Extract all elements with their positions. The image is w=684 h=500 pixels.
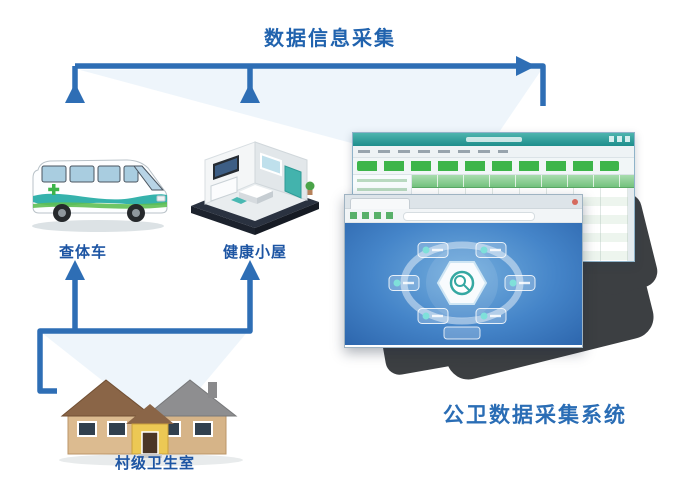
system-label: 公卫数据采集系统 (443, 404, 627, 427)
browser-tab-bar (345, 195, 582, 209)
hub-bottom-pill (443, 326, 481, 340)
house-window (193, 421, 213, 437)
scrollbar (628, 188, 634, 261)
cabin-desk-front (239, 192, 257, 204)
arrowhead-up-cabin-icon (240, 83, 260, 103)
village-clinic-label: 村级卫生室 (114, 455, 195, 472)
van-rear-hub (58, 209, 66, 217)
arrowhead-right-system-icon (516, 56, 536, 76)
cabin-desk-top (239, 185, 273, 198)
hub-nodes (388, 242, 536, 324)
arrow-village-line (37, 279, 253, 394)
toolbar-icons (350, 212, 396, 219)
medical-cross-icon (48, 184, 60, 195)
plant-pot (307, 190, 313, 195)
table-header-row (412, 175, 634, 188)
house-step (138, 454, 162, 458)
cabin-window (260, 152, 282, 177)
arrowhead-up-van-icon (65, 83, 85, 103)
page-title: 数据信息采集 (264, 28, 396, 50)
house-door (141, 431, 159, 455)
exam-van-label: 查体车 (58, 244, 107, 261)
van-headlight (156, 195, 166, 202)
van-window (97, 165, 121, 183)
house-window (107, 421, 127, 437)
menu-items-placeholder (358, 150, 508, 153)
van-front-hub (132, 209, 140, 217)
toolbar (353, 158, 634, 175)
arrow-collect-line (75, 63, 546, 106)
house-left-roof (60, 379, 154, 417)
van-window (41, 165, 67, 183)
hub-node (475, 242, 507, 258)
address-bar (403, 212, 535, 221)
arrowhead-up-cabin-label-icon (240, 260, 260, 280)
cabin-door (284, 165, 302, 199)
hub-node (417, 242, 449, 258)
browser-tab (350, 198, 410, 209)
hub-node (388, 275, 420, 291)
hub-node (475, 308, 507, 324)
window-titlebar (353, 133, 634, 146)
toolbar-green-buttons (357, 161, 619, 171)
van-windshield (133, 165, 165, 191)
house-right-roof (144, 379, 238, 417)
cabin-cabinet (210, 176, 238, 202)
cabin-chair (231, 197, 247, 204)
van-ground-shadow (32, 220, 164, 232)
health-cabin-illustration (191, 141, 319, 235)
hub-dashboard-window (344, 194, 583, 348)
window-title-placeholder (465, 137, 522, 142)
van-driver-window (123, 165, 139, 183)
cabin-desk-side (257, 191, 273, 204)
house-window (77, 421, 97, 437)
cabin-base-right (255, 202, 319, 235)
hub-diagram-area (345, 223, 582, 345)
plant-icon (305, 181, 315, 191)
menu-bar (353, 146, 634, 158)
exam-van-illustration (32, 159, 168, 232)
cabin-base-left (191, 206, 255, 235)
van-window (69, 165, 95, 183)
browser-toolbar (345, 209, 582, 223)
hub-node (504, 275, 536, 291)
cabin-tv-glass (215, 158, 237, 177)
hub-diagram (388, 241, 536, 340)
close-icon (572, 199, 578, 205)
beam-bottom (42, 330, 249, 430)
house-chimney (208, 382, 217, 398)
house-ground-shadow (59, 454, 243, 466)
village-clinic-illustration (59, 379, 243, 466)
health-cabin-label: 健康小屋 (222, 244, 287, 261)
hub-node (417, 308, 449, 324)
magnifier-icon (454, 275, 470, 291)
window-controls-icon (609, 136, 631, 142)
house-dormer-roof (126, 404, 174, 424)
arrowhead-up-van-label-icon (65, 260, 85, 280)
